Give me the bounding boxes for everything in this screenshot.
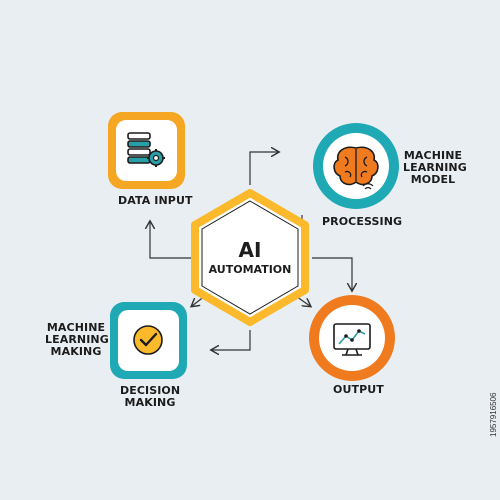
node-decision-making[interactable]	[110, 302, 187, 379]
label-data-input: DATA INPUT	[118, 194, 193, 207]
label-decision-line-2: MAKING	[124, 396, 176, 409]
hexagon-inner-border	[201, 200, 299, 315]
note-making-line-1: MACHINE	[46, 321, 106, 334]
arrow-center-to-decision	[212, 330, 251, 350]
node-data-input[interactable]	[108, 112, 185, 189]
node-output[interactable]	[309, 295, 395, 381]
label-output: OUTPUT	[333, 383, 384, 396]
note-machine-learning-making: MACHINE LEARNING MAKING	[45, 321, 109, 358]
arrow-center-to-output	[312, 257, 352, 290]
note-model-line-3: MODEL	[410, 173, 456, 186]
brain-icon	[333, 146, 379, 190]
node-ai-automation[interactable]: AI AUTOMATION	[191, 189, 309, 326]
server-gear-icon	[127, 132, 165, 167]
node-processing[interactable]	[313, 123, 399, 209]
arrow-center-to-processing	[249, 152, 278, 185]
note-model-line-1: MACHINE	[403, 149, 463, 162]
hexagon-frame	[191, 189, 309, 326]
note-model-line-2: LEARNING	[403, 161, 467, 174]
label-decision-making: DECISION MAKING	[120, 385, 180, 409]
stock-id: 1957916506	[489, 392, 498, 438]
note-making-line-3: MAKING	[50, 345, 102, 358]
label-processing: PROCESSING	[322, 215, 403, 228]
arrow-center-to-datainput	[150, 222, 193, 259]
checkmark-icon	[133, 325, 163, 355]
label-decision-line-1: DECISION	[120, 384, 181, 397]
note-machine-learning-model: MACHINE LEARNING MODEL	[403, 149, 467, 186]
center-subtitle: AUTOMATION	[209, 263, 292, 276]
center-title: AI	[239, 238, 262, 262]
note-making-line-2: LEARNING	[45, 333, 109, 346]
monitor-chart-icon	[333, 323, 371, 356]
